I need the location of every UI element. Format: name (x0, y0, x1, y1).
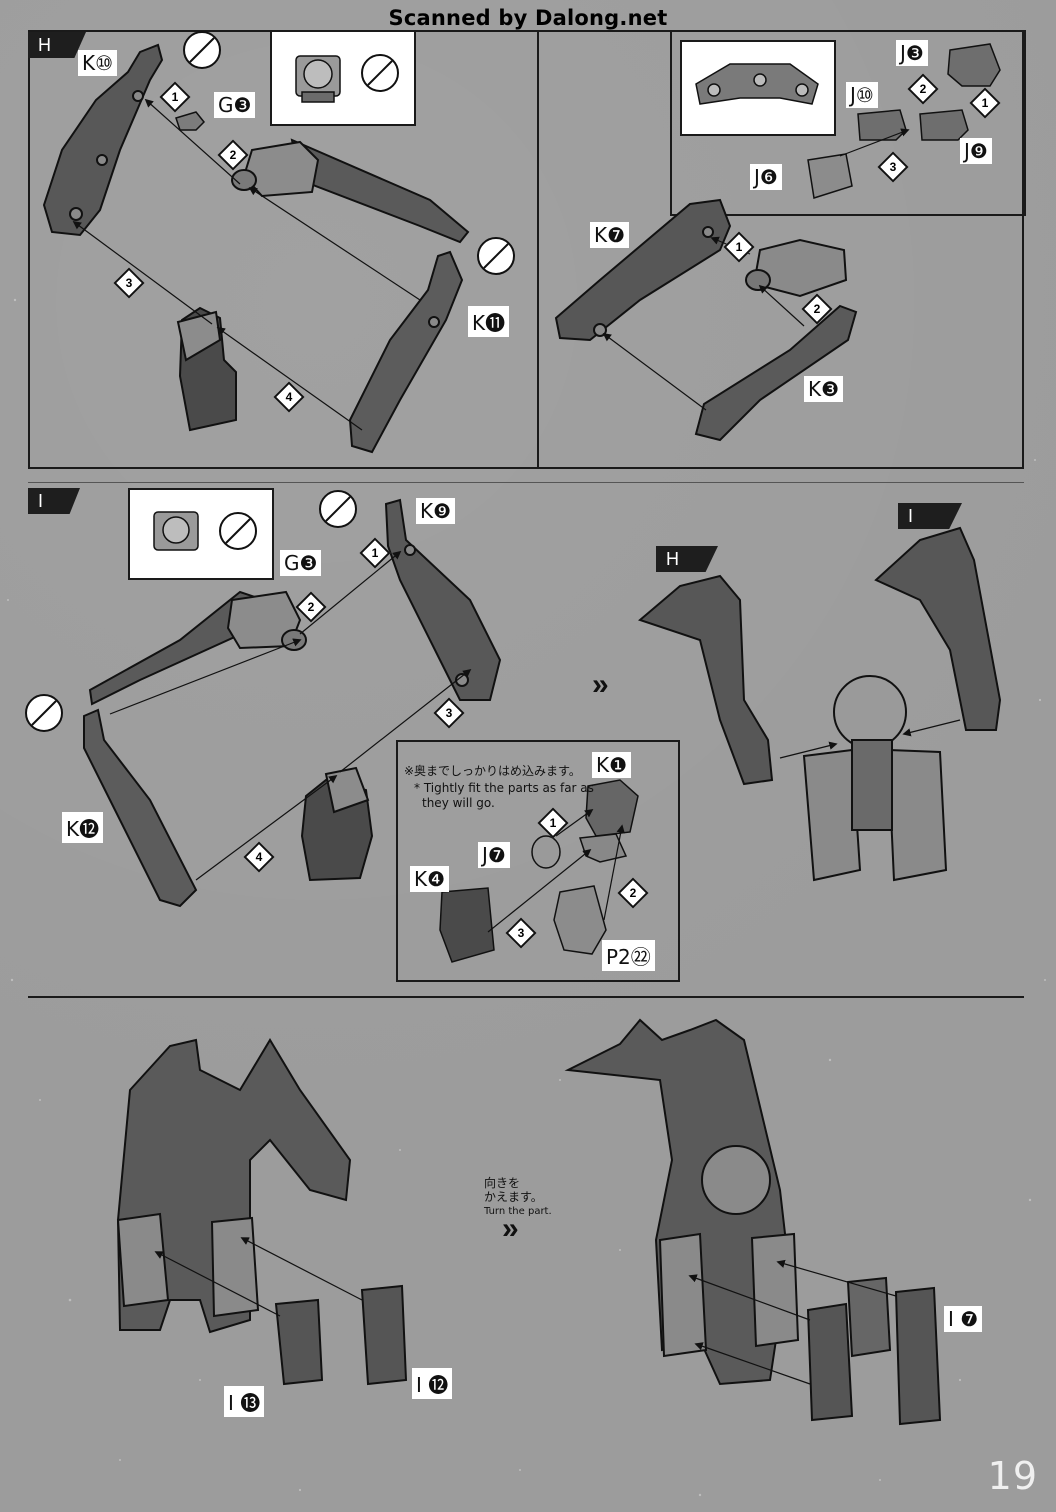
i-k9-arm (384, 498, 502, 701)
section-divider-h2 (28, 482, 1024, 483)
i7-parts (806, 1276, 942, 1426)
label-j9: J❾ (960, 138, 992, 164)
combined-torso (802, 675, 948, 882)
label-g3-h: G❸ (214, 92, 256, 118)
label-k1: K❶ (592, 752, 632, 778)
combined-h-arm (638, 574, 774, 786)
h-joint-part (176, 306, 237, 432)
label-i13: I ⓭ (224, 1386, 265, 1417)
section-divider-h3 (28, 996, 1024, 998)
fit-note-en-1: * Tightly fit the parts as far as (414, 781, 594, 795)
section-divider-h1 (28, 467, 1024, 469)
no-cut-icon (25, 31, 515, 732)
step-tag-i-combined: I (898, 503, 962, 529)
label-j10: J⑩ (846, 82, 878, 108)
k7-arm (554, 198, 732, 342)
label-k11: K⓫ (468, 306, 510, 337)
combined-i-arm (874, 526, 1002, 731)
i12-part (360, 1284, 408, 1386)
i-joint-part (300, 766, 374, 882)
k3-arm (694, 304, 858, 442)
i-gate-part (153, 511, 199, 551)
label-j3: J❸ (896, 40, 928, 66)
callout-frame-j (670, 30, 1026, 216)
h-k10-arm (42, 43, 164, 237)
k1-parts (439, 779, 639, 963)
i-shoulder-frame (88, 590, 307, 706)
label-g3-i: G❸ (280, 550, 322, 576)
turn-note-jp-2: かえます。 (484, 1190, 543, 1204)
fit-note-jp: ※奥までしっかりはめ込みます。 (404, 764, 581, 778)
label-j7: J❼ (478, 842, 510, 868)
fit-note-en-2: they will go. (422, 796, 495, 810)
i-k12-arm (83, 708, 198, 908)
j-parts (807, 43, 1001, 199)
bottom-right-assembly (564, 1018, 800, 1386)
frame-top-line (28, 30, 1024, 32)
h-k11-arm (348, 250, 464, 454)
h-shoulder-frame (231, 138, 470, 244)
next-arrow-icon: » (592, 668, 609, 701)
label-j6: J❻ (750, 164, 782, 190)
bottom-left-assembly (116, 1038, 352, 1334)
page-number: 19 (987, 1454, 1038, 1498)
h-g3-connector (175, 111, 206, 131)
label-p2-22: P2㉒ (602, 940, 655, 971)
step-tag-i: I (28, 488, 80, 514)
turn-note-jp-1: 向きを (484, 1176, 521, 1190)
h-gate-part (295, 55, 341, 103)
i13-part (274, 1298, 324, 1386)
label-k3: K❸ (804, 376, 844, 402)
frame-right-line (1022, 30, 1024, 468)
label-i7: I ❼ (944, 1306, 983, 1332)
label-k4: K❹ (410, 866, 450, 892)
section-divider-vertical (537, 30, 539, 468)
label-k9: K❾ (416, 498, 456, 524)
label-k7: K❼ (590, 222, 630, 248)
label-k10: K⑩ (78, 50, 118, 76)
turn-note-en: Turn the part. (484, 1206, 552, 1217)
label-k12: K⓬ (62, 812, 104, 843)
scan-watermark: Scanned by Dalong.net (388, 6, 668, 30)
frame-left-line (28, 30, 30, 468)
k1-subassembly-frame (396, 740, 680, 982)
next-arrow-icon: » (502, 1212, 519, 1245)
j-closeup-part (695, 63, 819, 105)
label-i12: I ⓬ (412, 1368, 453, 1399)
